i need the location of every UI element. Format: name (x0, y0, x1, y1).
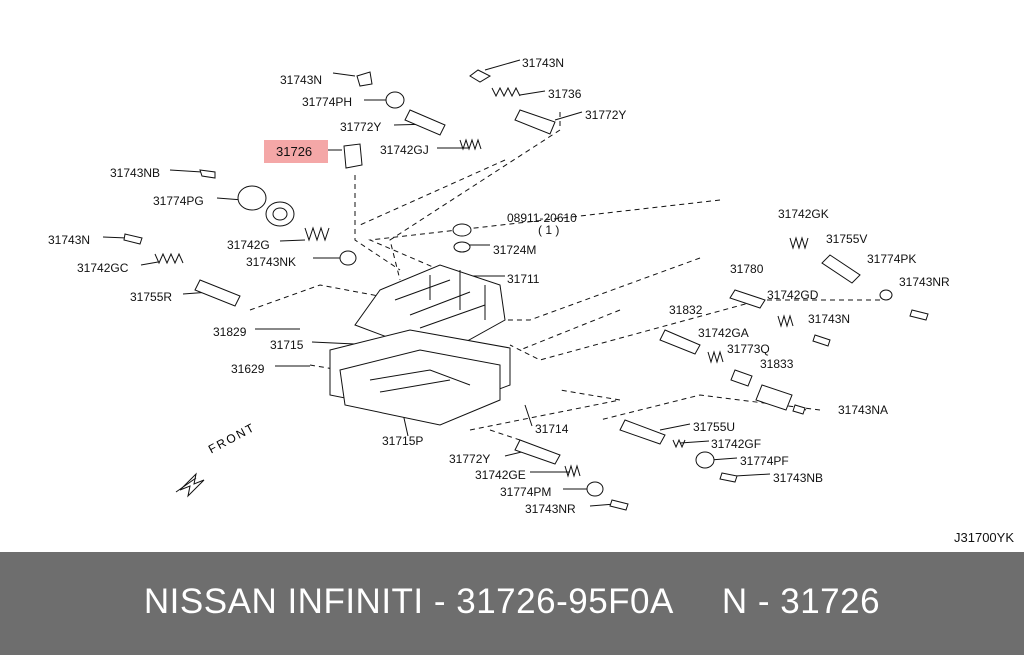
part-label-31714: 31714 (535, 422, 569, 436)
highlighted-part-number: 31726 (276, 144, 313, 159)
part-label-31742gc: 31742GC (77, 261, 129, 275)
part-label-31743n_d: 31743N (808, 312, 851, 326)
part-label-31755r: 31755R (130, 290, 173, 304)
part-label-31774ph: 31774PH (302, 95, 353, 109)
part-label-31743nr_a: 31743NR (899, 275, 950, 289)
part-label-31715p: 31715P (382, 434, 424, 448)
part-label-31755v: 31755V (826, 232, 868, 246)
part-label-31772y_a: 31772Y (340, 120, 382, 134)
part-label-31743na: 31743NA (838, 403, 889, 417)
exploded-diagram (102, 59, 929, 511)
part-label-31743nk: 31743NK (246, 255, 297, 269)
part-label-31780: 31780 (730, 262, 764, 276)
part-label-31715: 31715 (270, 338, 304, 352)
part-label-31772y_c: 31772Y (449, 452, 491, 466)
part-label-31742gk: 31742GK (778, 207, 829, 221)
part-label-31742ga: 31742GA (698, 326, 749, 340)
part-label-31742gf: 31742GF (711, 437, 762, 451)
part-label-31772y_b: 31772Y (585, 108, 627, 122)
footer-bar: NISSAN INFINITI - 31726-95F0A N - 31726 (0, 552, 1024, 655)
footer-text: NISSAN INFINITI - 31726-95F0A N - 31726 (0, 582, 1024, 622)
part-label-31743n_a: 31743N (280, 73, 323, 87)
part-label-31742ge: 31742GE (475, 468, 526, 482)
footer-brand-part: NISSAN INFINITI - 31726-95F0A (143, 582, 674, 621)
part-label-31774pf: 31774PF (740, 454, 789, 468)
part-label-31736: 31736 (548, 87, 582, 101)
part-label-31629: 31629 (231, 362, 265, 376)
part-label-31742gj: 31742GJ (380, 143, 429, 157)
diagram-code: J31700YK (954, 530, 1014, 545)
part-label-31724m: 31724M (493, 243, 537, 257)
part-label-31743nb_b: 31743NB (773, 471, 824, 485)
part-label-31743n_c: 31743N (522, 56, 565, 70)
part-label-31755u: 31755U (693, 420, 736, 434)
highlighted-part-box (264, 140, 328, 163)
part-label-31742g: 31742G (227, 238, 270, 252)
part-label-paren1: ( 1 ) (538, 223, 560, 237)
part-label-08911: 08911-20610 (507, 211, 577, 225)
part-label-31743n_b: 31743N (48, 233, 91, 247)
part-label-31774pm: 31774PM (500, 485, 552, 499)
part-label-31774pk: 31774PK (867, 252, 917, 266)
part-label-31773q: 31773Q (727, 342, 770, 356)
part-label-31829_a: 31829 (213, 325, 247, 339)
part-label-31743nb_a: 31743NB (110, 166, 161, 180)
part-label-31742gd: 31742GD (767, 288, 819, 302)
part-label-31743nr_b: 31743NR (525, 502, 576, 516)
part-label-31832: 31832 (669, 303, 703, 317)
footer-ref: N - 31726 (721, 582, 881, 621)
part-label-31833: 31833 (760, 357, 794, 371)
part-label-31711: 31711 (507, 272, 540, 286)
part-label-31774pg: 31774PG (153, 194, 204, 208)
